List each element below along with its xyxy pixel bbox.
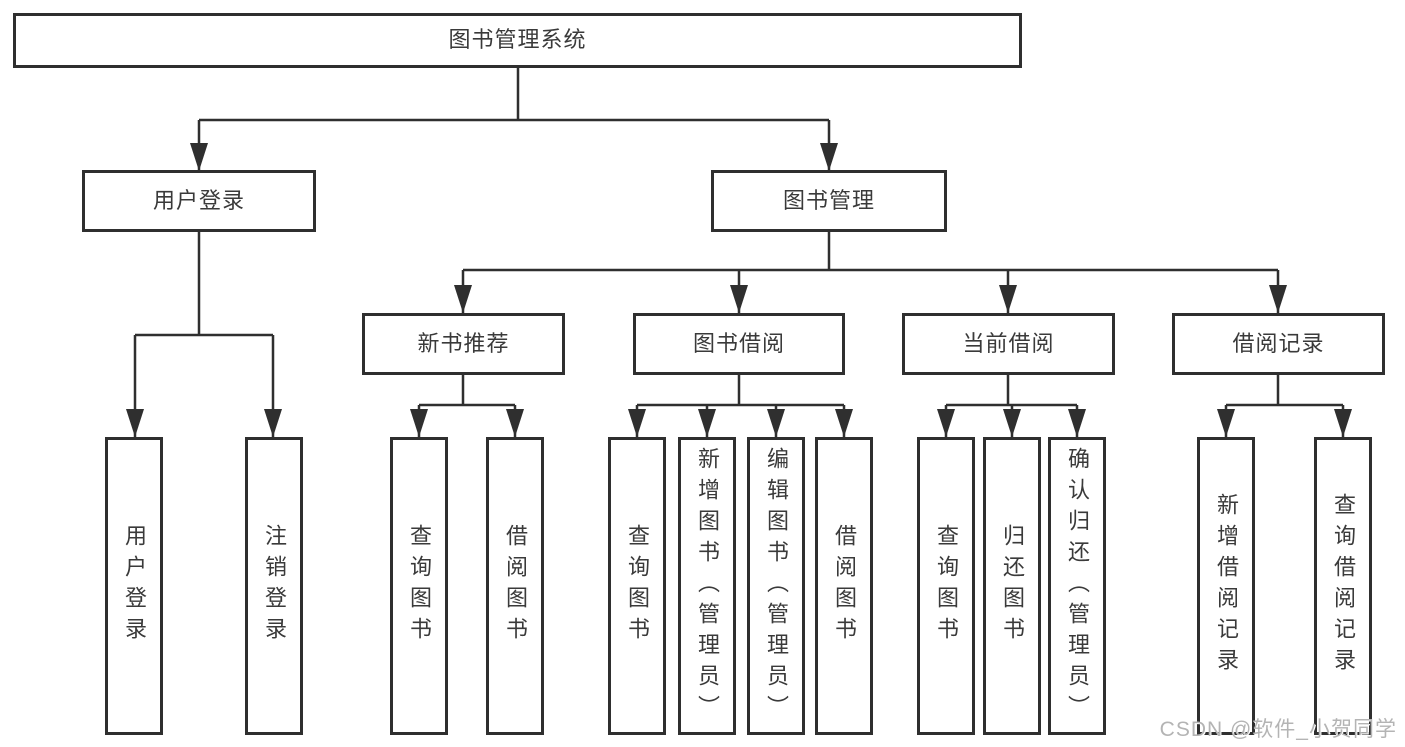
arrow-down-icon bbox=[190, 143, 208, 171]
arrow-down-icon bbox=[999, 285, 1017, 313]
node-leaf-query-books-2: 查询图书 bbox=[608, 437, 666, 735]
arrow-down-icon bbox=[454, 285, 472, 313]
node-leaf-confirm-return-admin: 确认归还（管理员） bbox=[1048, 437, 1106, 735]
node-user-login: 用户登录 bbox=[82, 170, 316, 232]
arrow-down-icon bbox=[1269, 285, 1287, 313]
node-book-management: 图书管理 bbox=[711, 170, 947, 232]
node-leaf-user-login: 用户登录 bbox=[105, 437, 163, 735]
node-label: 图书管理系统 bbox=[448, 27, 587, 53]
node-leaf-add-books-admin: 新增图书（管理员） bbox=[678, 437, 736, 735]
node-label: 借阅图书 bbox=[832, 524, 857, 648]
node-label: 查询借阅记录 bbox=[1331, 493, 1356, 679]
arrow-down-icon bbox=[410, 409, 428, 437]
arrow-down-icon bbox=[730, 285, 748, 313]
arrow-down-icon bbox=[835, 409, 853, 437]
node-leaf-query-books-3: 查询图书 bbox=[917, 437, 975, 735]
node-label: 当前借阅 bbox=[962, 330, 1055, 356]
arrow-down-icon bbox=[1334, 409, 1352, 437]
node-label: 借阅记录 bbox=[1232, 330, 1325, 356]
node-label: 用户登录 bbox=[122, 524, 147, 648]
connector-new-book-children bbox=[410, 375, 524, 437]
arrow-down-icon bbox=[126, 409, 144, 437]
node-leaf-add-borrow-record: 新增借阅记录 bbox=[1197, 437, 1255, 735]
node-leaf-return-books: 归还图书 bbox=[983, 437, 1041, 735]
arrow-down-icon bbox=[628, 409, 646, 437]
node-label: 注销登录 bbox=[262, 524, 287, 648]
node-label: 确认归还（管理员） bbox=[1065, 446, 1090, 726]
node-current-borrowing: 当前借阅 bbox=[902, 313, 1115, 375]
node-label: 新增图书（管理员） bbox=[695, 446, 720, 726]
arrow-down-icon bbox=[767, 409, 785, 437]
arrow-down-icon bbox=[1068, 409, 1086, 437]
connector-book-mgmt-to-level3 bbox=[454, 232, 1287, 313]
node-label: 借阅图书 bbox=[503, 524, 528, 648]
node-leaf-borrow-books-2: 借阅图书 bbox=[815, 437, 873, 735]
node-label: 查询图书 bbox=[934, 524, 959, 648]
node-new-book-recommend: 新书推荐 bbox=[362, 313, 565, 375]
node-label: 新书推荐 bbox=[417, 330, 510, 356]
arrow-down-icon bbox=[1217, 409, 1235, 437]
node-leaf-query-books-1: 查询图书 bbox=[390, 437, 448, 735]
node-label: 图书借阅 bbox=[692, 330, 785, 356]
node-label: 编辑图书（管理员） bbox=[764, 446, 789, 726]
arrow-down-icon bbox=[506, 409, 524, 437]
node-label: 用户登录 bbox=[152, 187, 245, 213]
node-leaf-edit-books-admin: 编辑图书（管理员） bbox=[747, 437, 805, 735]
node-label: 新增借阅记录 bbox=[1214, 493, 1239, 679]
node-leaf-borrow-books-1: 借阅图书 bbox=[486, 437, 544, 735]
arrow-down-icon bbox=[820, 143, 838, 171]
arrow-down-icon bbox=[1003, 409, 1021, 437]
arrow-down-icon bbox=[937, 409, 955, 437]
connector-user-login-children bbox=[126, 232, 282, 437]
connector-current-borrow-children bbox=[937, 375, 1086, 437]
node-book-borrowing: 图书借阅 bbox=[633, 313, 845, 375]
node-leaf-logout: 注销登录 bbox=[245, 437, 303, 735]
node-label: 归还图书 bbox=[1000, 524, 1025, 648]
node-library-management-system: 图书管理系统 bbox=[13, 13, 1022, 68]
csdn-watermark: CSDN @软件_小贺同学 bbox=[1159, 718, 1397, 741]
node-label: 查询图书 bbox=[625, 524, 650, 648]
connector-borrow-records-children bbox=[1217, 375, 1352, 437]
node-label: 图书管理 bbox=[782, 187, 875, 213]
connector-root-to-level2 bbox=[190, 68, 838, 171]
node-leaf-query-borrow-record: 查询借阅记录 bbox=[1314, 437, 1372, 735]
arrow-down-icon bbox=[264, 409, 282, 437]
node-borrowing-records: 借阅记录 bbox=[1172, 313, 1385, 375]
arrow-down-icon bbox=[698, 409, 716, 437]
connector-book-borrow-children bbox=[628, 375, 853, 437]
node-label: 查询图书 bbox=[407, 524, 432, 648]
